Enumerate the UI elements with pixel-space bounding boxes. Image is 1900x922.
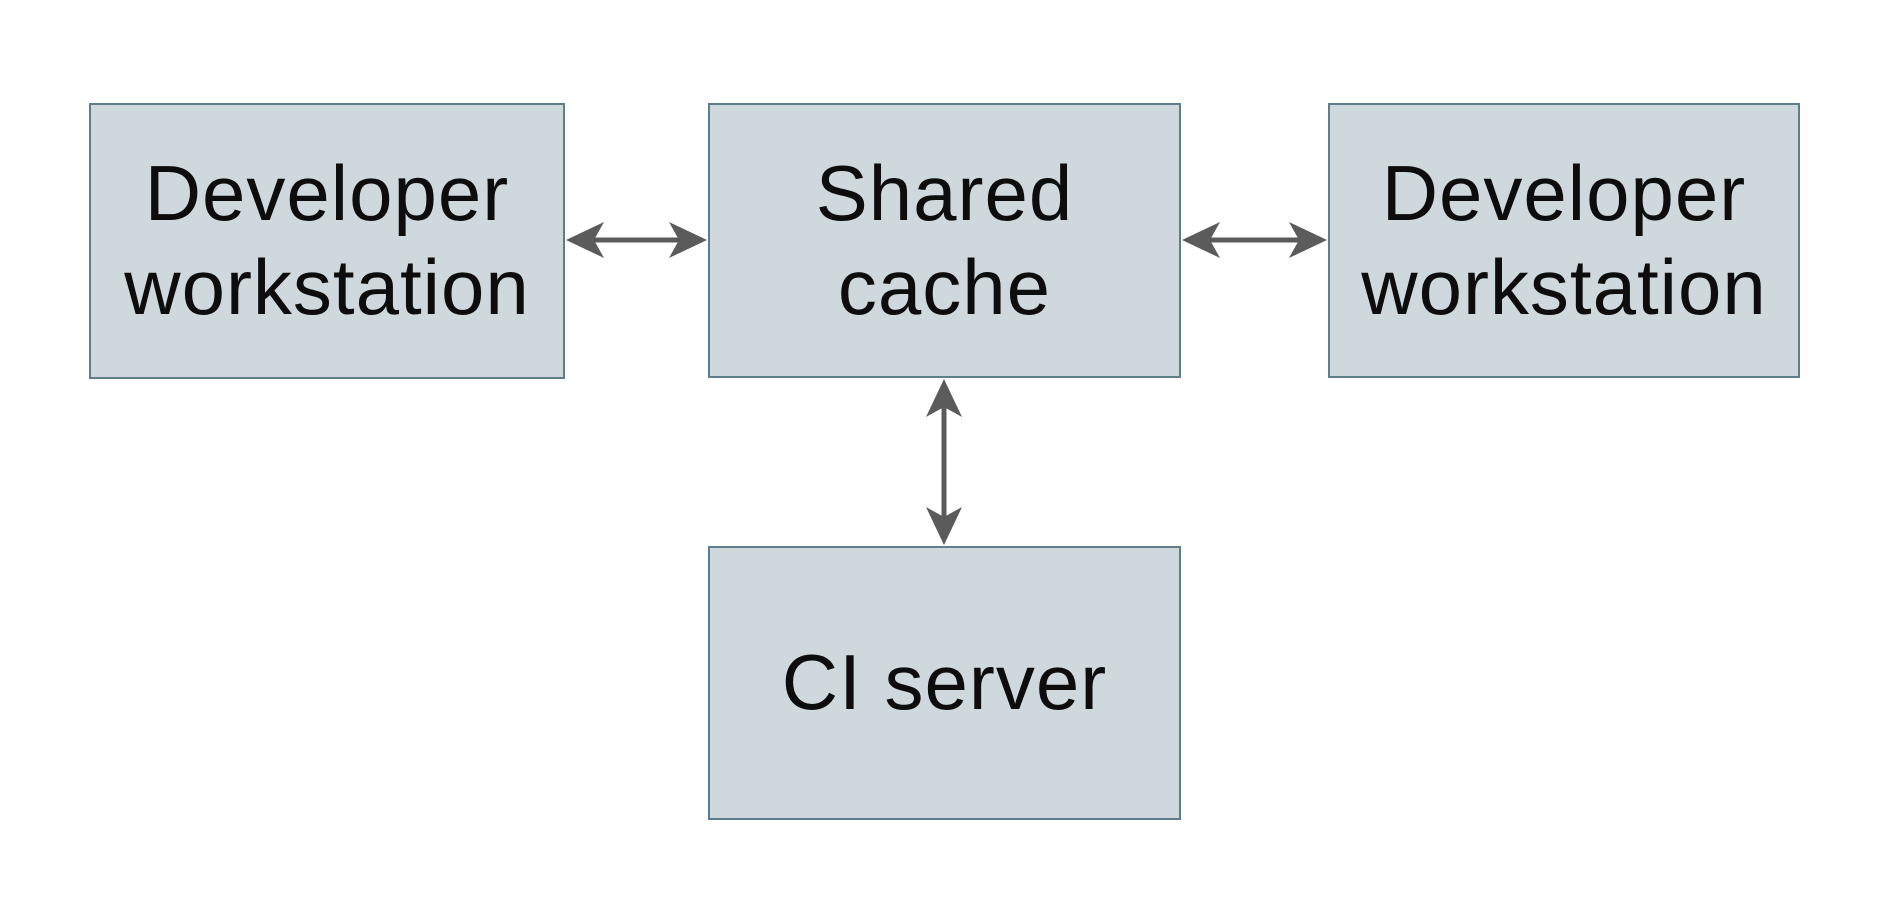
node-ci-server: CI server <box>708 546 1181 820</box>
arrow-developer-workstation-left-to-shared-cache <box>566 222 707 258</box>
node-label-shared-cache: Shared cache <box>815 148 1074 331</box>
arrow-shared-cache-to-ci-server <box>926 379 962 545</box>
arrow-shared-cache-to-developer-workstation-right <box>1182 222 1327 258</box>
node-label-developer-workstation-left: Developer workstation <box>124 149 530 331</box>
node-label-ci-server: CI server <box>781 638 1108 727</box>
node-developer-workstation-left: Developer workstation <box>89 103 565 379</box>
node-label-developer-workstation-right: Developer workstation <box>1361 148 1767 331</box>
node-shared-cache: Shared cache <box>708 103 1181 378</box>
node-developer-workstation-right: Developer workstation <box>1328 103 1800 378</box>
